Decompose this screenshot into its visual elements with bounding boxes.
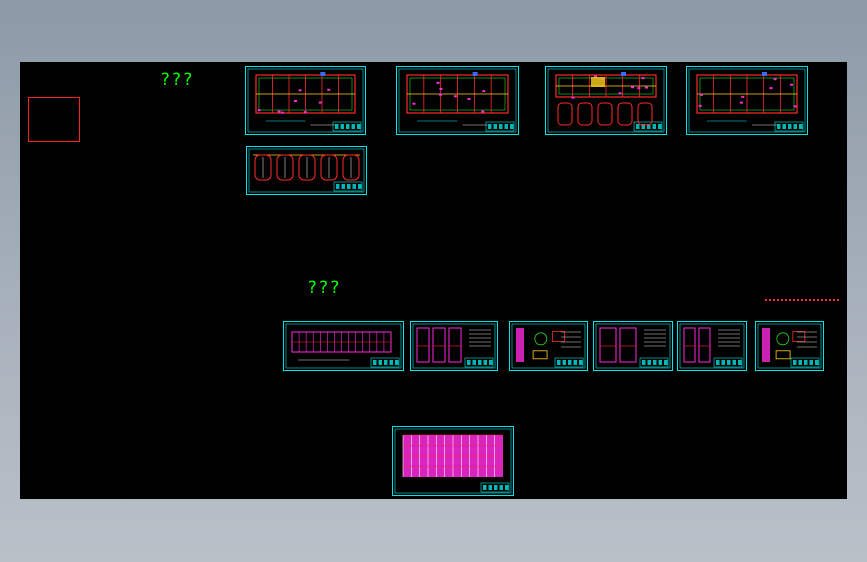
- drawing-sheet-2[interactable]: [396, 66, 519, 135]
- red-dashed-line: [765, 299, 839, 301]
- sheet-6-drawing: [285, 323, 402, 369]
- sheet-5-drawing: [248, 148, 365, 193]
- sheet-3-drawing: [547, 68, 665, 133]
- drawing-sheet-1[interactable]: [245, 66, 366, 135]
- group-label-top: ???: [160, 70, 194, 90]
- sheet-10-drawing: [679, 323, 745, 369]
- sheet-2-drawing: [398, 68, 517, 133]
- drawing-sheet-4[interactable]: [686, 66, 808, 135]
- drawing-sheet-7[interactable]: [410, 321, 498, 371]
- drawing-sheet-12[interactable]: [392, 426, 514, 496]
- drawing-sheet-5[interactable]: [246, 146, 367, 195]
- group-label-middle: ???: [307, 278, 341, 298]
- drawing-sheet-9[interactable]: [593, 321, 673, 371]
- sheet-1-drawing: [247, 68, 364, 133]
- drawing-sheet-11[interactable]: [755, 321, 824, 371]
- sheet-11-drawing: [757, 323, 822, 369]
- drawing-sheet-6[interactable]: [283, 321, 404, 371]
- drawing-sheet-3[interactable]: [545, 66, 667, 135]
- selection-rectangle[interactable]: [28, 97, 80, 142]
- sheet-12-drawing: [394, 428, 512, 494]
- drawing-sheet-8[interactable]: [509, 321, 588, 371]
- cad-model-space[interactable]: ??? ???: [20, 62, 847, 499]
- sheet-9-drawing: [595, 323, 671, 369]
- sheet-4-drawing: [688, 68, 806, 133]
- sheet-8-drawing: [511, 323, 586, 369]
- sheet-7-drawing: [412, 323, 496, 369]
- drawing-sheet-10[interactable]: [677, 321, 747, 371]
